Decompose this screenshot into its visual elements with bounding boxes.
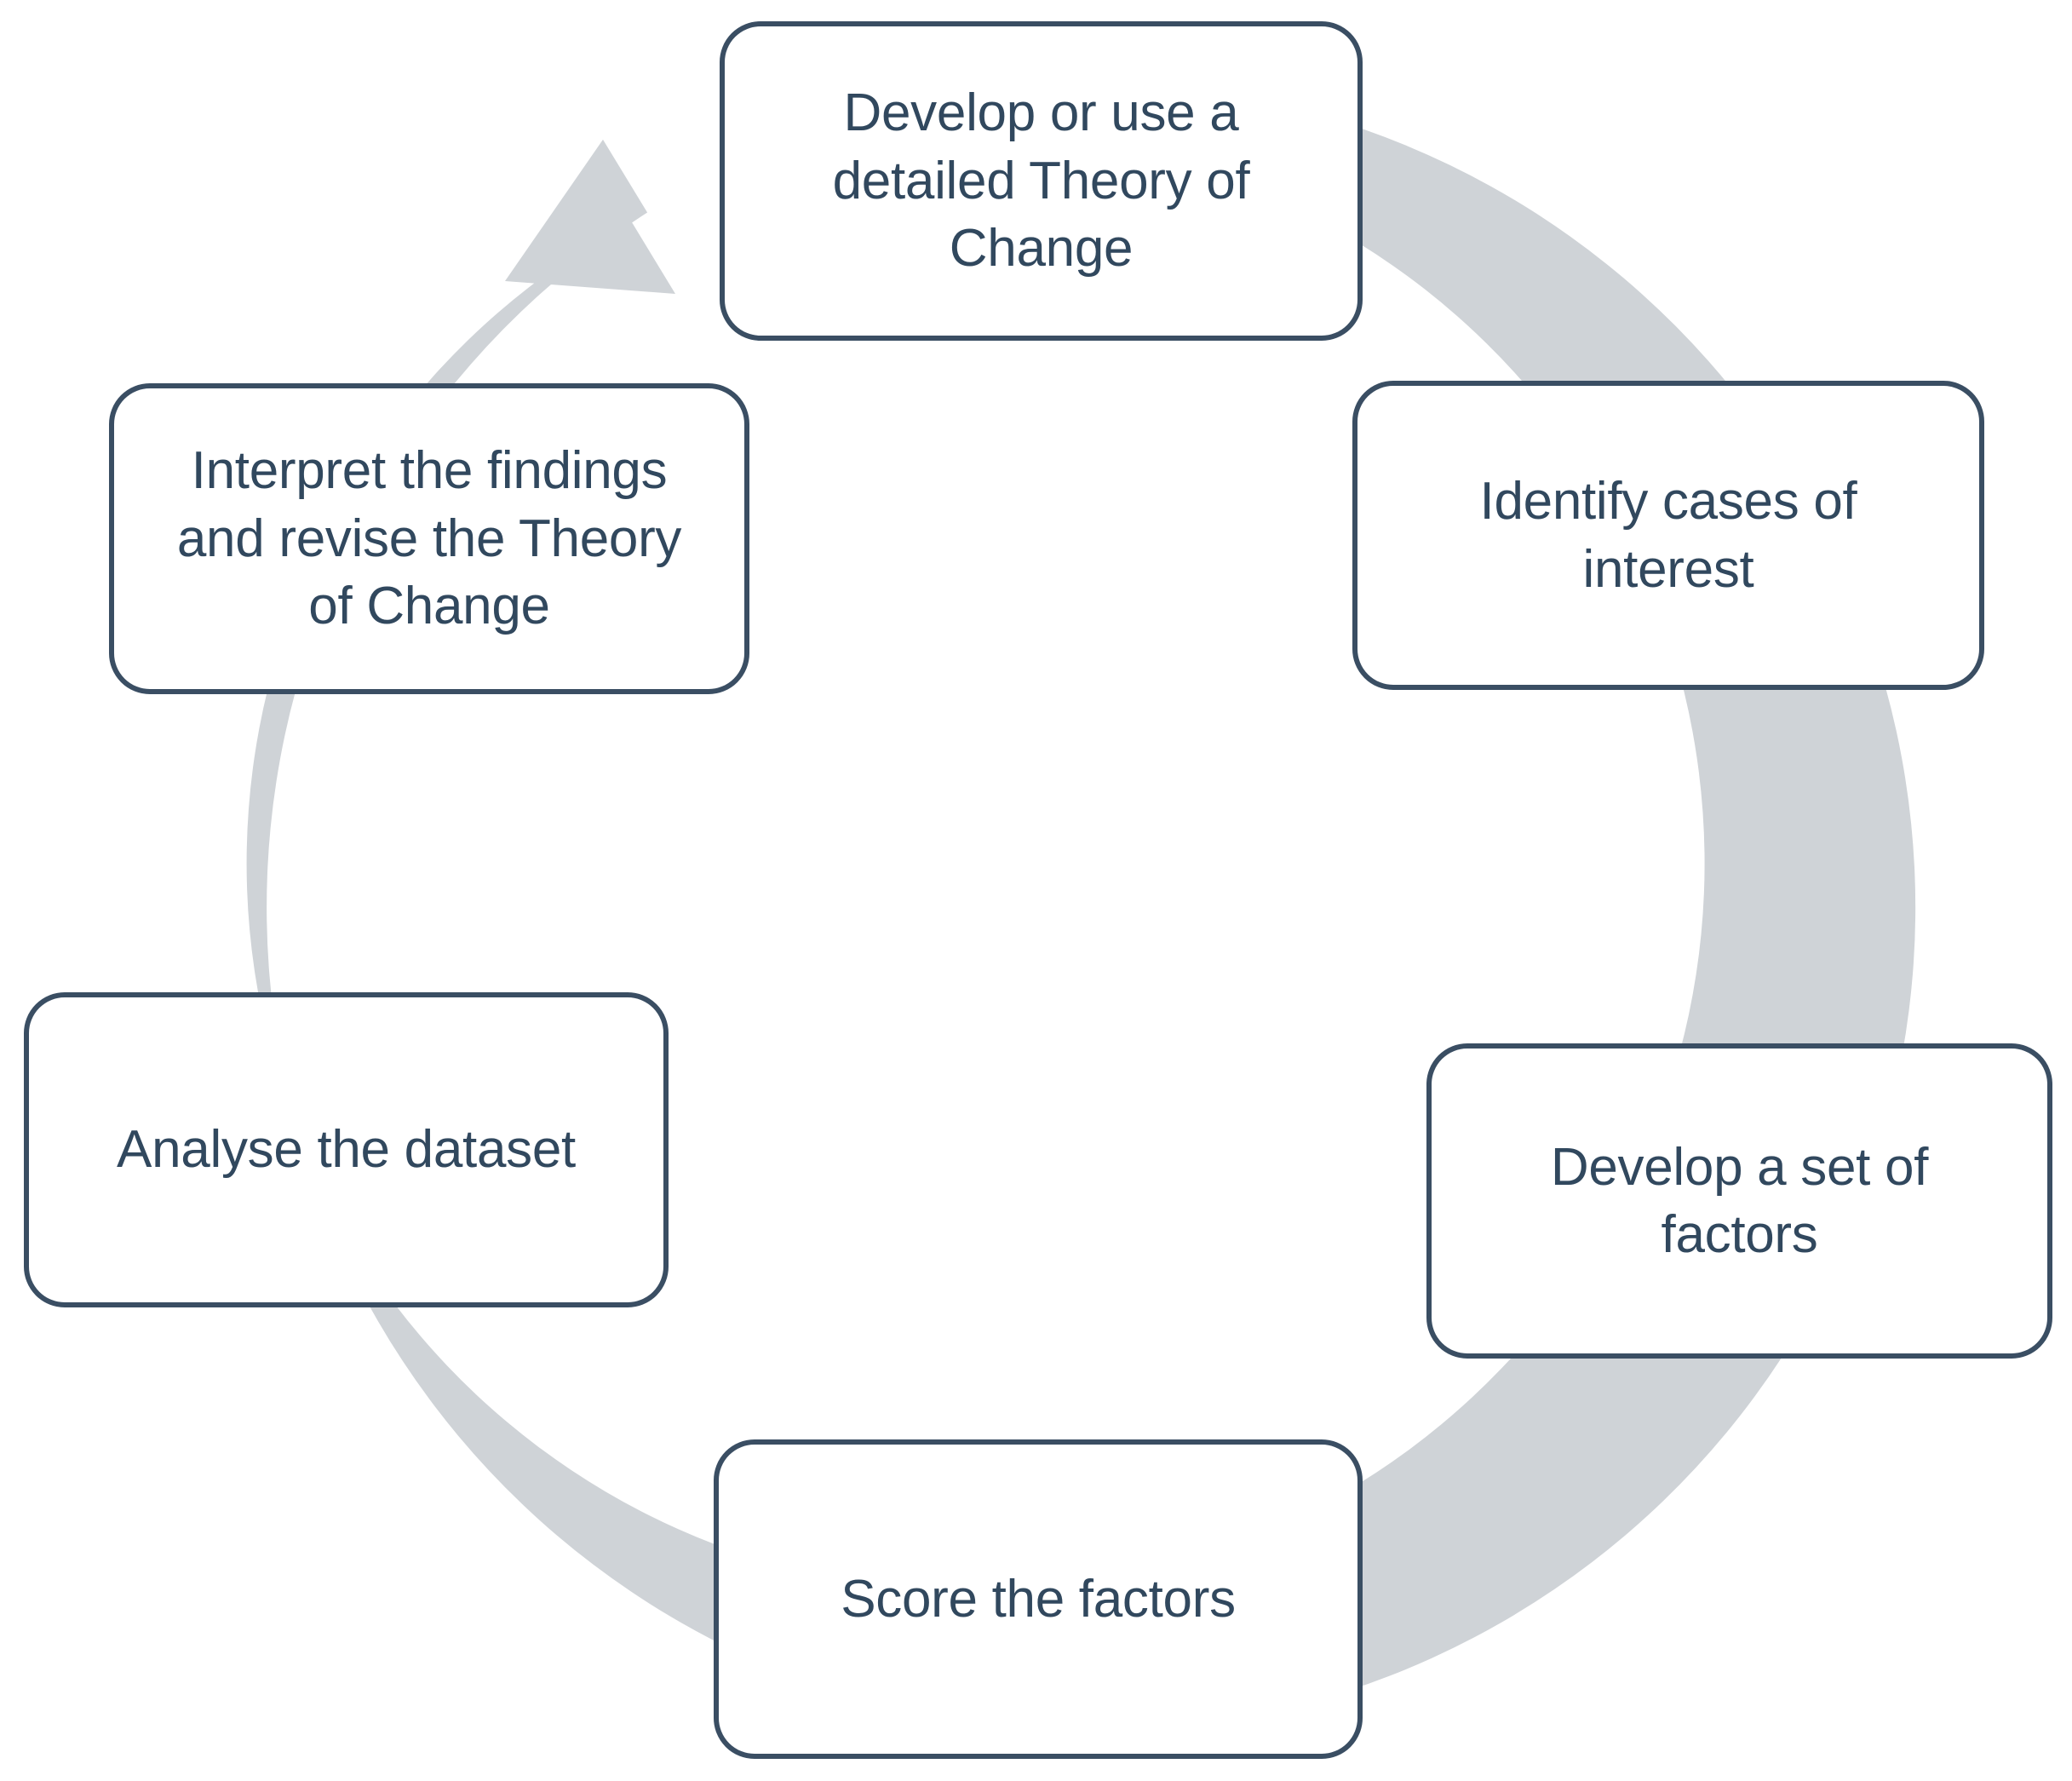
process-step-label: Interpret the findings and revise the Th… xyxy=(176,441,682,636)
process-step-score-factors[interactable]: Score the factors xyxy=(714,1439,1363,1759)
process-step-label: Develop or use a detailed Theory of Chan… xyxy=(832,83,1250,279)
process-step-label: Score the factors xyxy=(841,1569,1236,1629)
process-step-label: Identify cases of interest xyxy=(1479,472,1857,599)
process-step-develop-theory-of-change[interactable]: Develop or use a detailed Theory of Chan… xyxy=(720,21,1363,341)
process-step-label: Develop a set of factors xyxy=(1550,1137,1929,1264)
process-step-label: Analyse the dataset xyxy=(117,1120,576,1180)
process-step-analyse-dataset[interactable]: Analyse the dataset xyxy=(24,992,669,1307)
process-step-develop-factors[interactable]: Develop a set of factors xyxy=(1426,1043,2052,1359)
process-step-identify-cases[interactable]: Identify cases of interest xyxy=(1352,381,1984,690)
process-step-interpret-findings[interactable]: Interpret the findings and revise the Th… xyxy=(109,383,749,694)
